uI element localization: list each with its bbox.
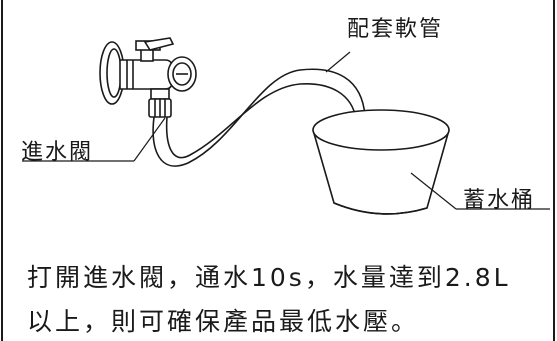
water-bucket-drawing <box>312 109 450 215</box>
instruction-line-1: 打開進水閥，通水10s，水量達到2.8L <box>27 263 511 292</box>
inlet-valve-label: 進水閥 <box>21 140 94 165</box>
bucket-label: 蓄水桶 <box>463 188 536 213</box>
hose-leader-line <box>325 51 351 73</box>
hose-label: 配套軟管 <box>347 17 444 42</box>
instruction-line-2: 以上，則可確保產品最低水壓。 <box>27 307 420 336</box>
valve-leader-line-2 <box>133 117 166 162</box>
bucket-leader-line <box>410 172 457 210</box>
inlet-valve-drawing <box>99 37 197 118</box>
